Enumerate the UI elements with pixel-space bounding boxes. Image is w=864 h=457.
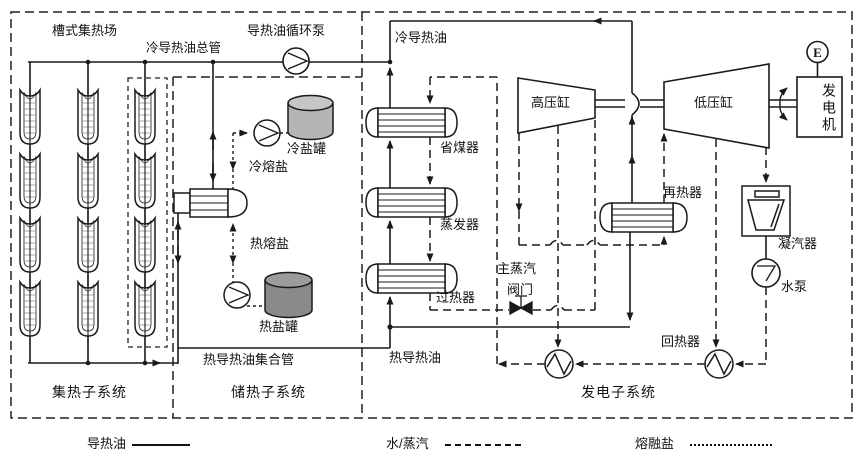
evaporator-label: 蒸发器 — [440, 217, 480, 232]
cold-oil-header-label: 冷导热油总管 — [146, 41, 222, 55]
cold-salt-pump — [253, 119, 281, 147]
condenser-box — [741, 185, 791, 237]
reheater-hx — [599, 202, 688, 233]
water-pump — [751, 258, 781, 288]
pipe-junctions — [85, 59, 393, 366]
hp-cylinder-label: 高压缸 — [531, 95, 571, 110]
water-pump-label: 水泵 — [781, 279, 808, 294]
oil-circulation-pump — [282, 47, 310, 75]
hot-oil-header-label: 热导热油集合管 — [203, 352, 295, 367]
generator-e-circle: E — [806, 40, 829, 64]
hot-tank-label: 热盐罐 — [259, 319, 299, 334]
turbine-shaft — [595, 99, 797, 108]
economizer-hx — [365, 107, 458, 138]
steam-lines — [426, 76, 770, 368]
storage-subsystem-label: 储热子系统 — [231, 384, 306, 400]
power-subsystem-label: 发电子系统 — [581, 384, 656, 400]
field-title: 槽式集热场 — [52, 23, 118, 38]
cold-tank-label: 冷盐罐 — [287, 141, 327, 156]
oil-pump-label: 导热油循环泵 — [247, 23, 326, 38]
legend-steam-label: 水/蒸汽 — [386, 436, 429, 451]
regenerator-label: 回热器 — [661, 334, 701, 349]
oil-salt-heat-exchanger — [173, 188, 248, 218]
superheater-hx — [365, 263, 458, 294]
outer-boundary — [10, 11, 853, 419]
cold-salt-label: 冷熔盐 — [249, 159, 289, 174]
hot-oil-label: 热导热油 — [389, 350, 442, 365]
legend-salt-line — [690, 444, 772, 446]
legend-oil-label: 导热油 — [87, 436, 127, 451]
legend-oil-line — [132, 444, 190, 446]
cold-oil-label: 冷导热油 — [395, 30, 448, 45]
collector-loop-box — [127, 77, 168, 348]
generator-box — [796, 76, 843, 138]
shaft-line-hop — [631, 92, 640, 116]
evaporator-hx — [365, 187, 458, 218]
hot-salt-tank — [264, 271, 313, 319]
main-steam-label: 主蒸汽 — [497, 261, 537, 276]
collector-subsystem-label: 集热子系统 — [52, 384, 127, 400]
generator-label: 发电机 — [821, 82, 837, 134]
economizer-label: 省煤器 — [440, 140, 480, 155]
hp-turbine — [517, 77, 596, 134]
valve-label: 阀门 — [507, 282, 534, 297]
hot-salt-pump — [223, 281, 251, 309]
lp-cylinder-label: 低压缸 — [694, 95, 734, 110]
cold-salt-tank — [287, 94, 334, 141]
legend-salt-label: 熔融盐 — [635, 436, 675, 451]
feedwater-heater-left — [544, 349, 574, 379]
hot-salt-label: 热熔盐 — [250, 236, 290, 251]
legend-steam-line — [445, 444, 521, 446]
superheater-label: 过热器 — [436, 290, 476, 305]
rotation-arrows — [778, 87, 788, 121]
absorber-tubes — [29, 89, 146, 345]
oil-lines — [28, 17, 819, 367]
condenser-label: 凝汽器 — [778, 236, 818, 251]
feedwater-heater-right — [704, 349, 734, 379]
lp-turbine — [663, 63, 770, 149]
generator-e-symbol: E — [813, 45, 822, 60]
reheater-label: 再热器 — [663, 185, 703, 200]
main-steam-valve — [509, 295, 533, 316]
